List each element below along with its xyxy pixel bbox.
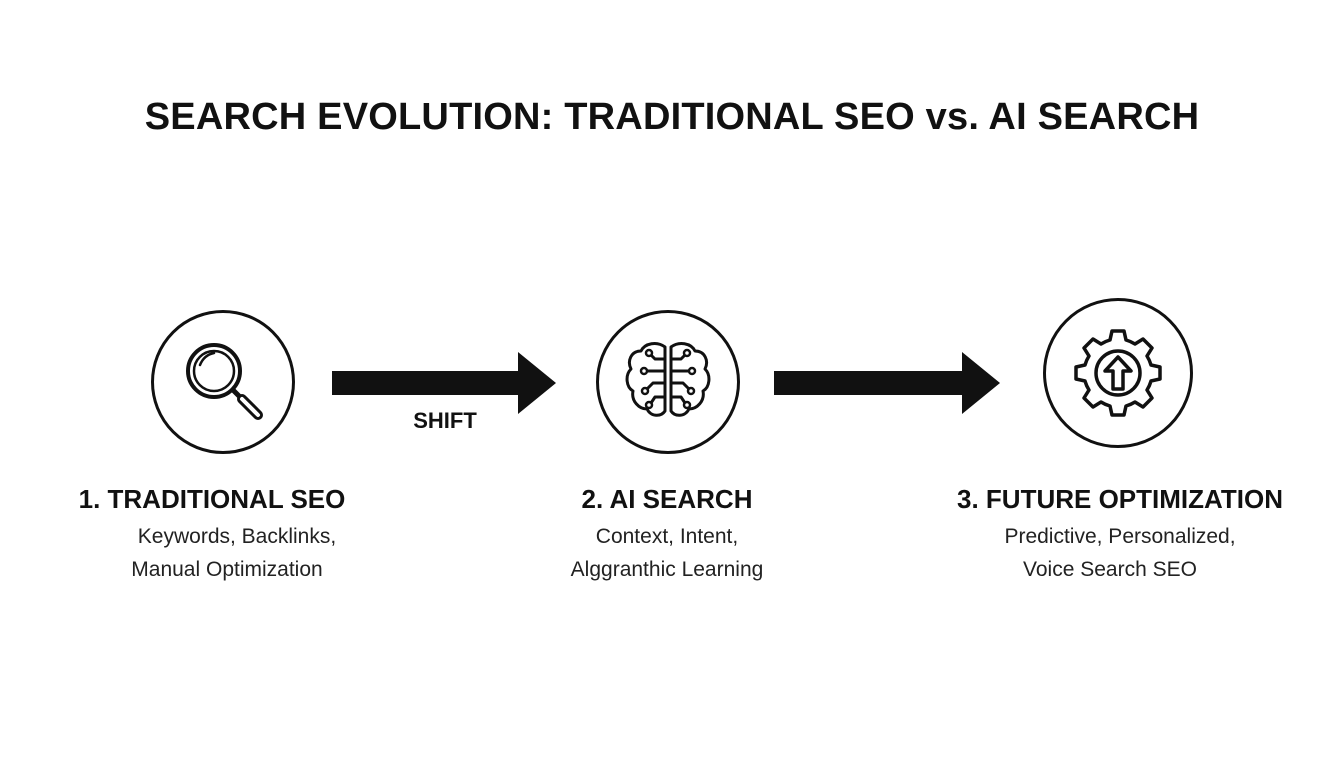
gear-up-arrow-icon (1074, 329, 1162, 417)
magnifying-glass-icon (186, 343, 263, 420)
page-title: SEARCH EVOLUTION: TRADITIONAL SEO vs. AI… (144, 96, 1200, 138)
shift-arrow-1 (332, 352, 556, 414)
stage-1-circle (151, 310, 295, 454)
stage-3-circle (1043, 298, 1193, 448)
stage-2-desc-line-1: Context, Intent, (595, 525, 739, 548)
shift-label: SHIFT (413, 408, 477, 433)
brain-circuit-icon (625, 342, 711, 417)
shift-arrow-2 (774, 352, 1000, 414)
stage-3-desc-line-1: Predictive, Personalized, (1004, 525, 1236, 548)
stage-2-desc-line-2: Alggranthic Learning (570, 558, 764, 581)
stage-3-title: 3. FUTURE OPTIMIZATION (957, 484, 1283, 514)
stage-1-title: 1. TRADITIONAL SEO (78, 484, 346, 514)
stage-2-circle (596, 310, 740, 454)
stage-1-desc-line-1: Keywords, Backlinks, (137, 525, 337, 548)
stage-2-title: 2. AI SEARCH (581, 484, 753, 514)
stage-1-desc-line-2: Manual Optimization (131, 558, 323, 581)
stage-3-desc-line-2: Voice Search SEO (1023, 558, 1197, 581)
